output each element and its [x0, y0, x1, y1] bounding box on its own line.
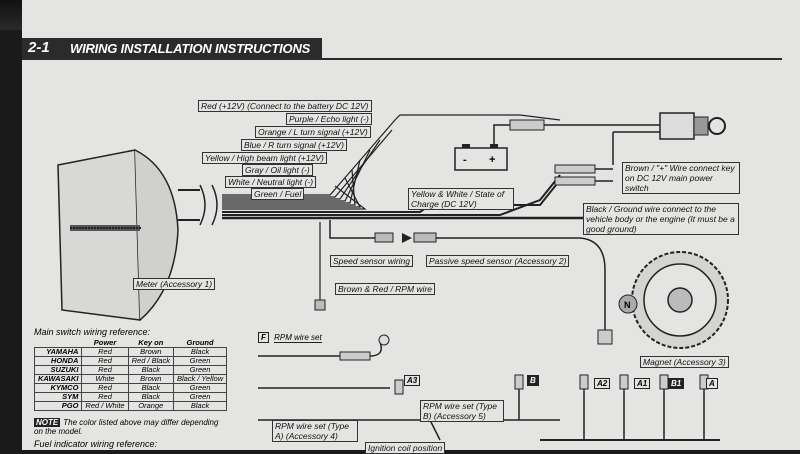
header-key-on: Key on: [138, 338, 164, 347]
reference-title: Main switch wiring reference:: [34, 327, 151, 337]
rpm-set-letter: F: [258, 332, 269, 343]
cell-brand: PGO: [33, 401, 83, 411]
label-white-wire: White / Neutral light (-): [225, 176, 317, 188]
table-row: PGO Red / White Orange Black: [33, 401, 228, 411]
label-yellow-white-wire: Yellow & White / State of Charge (DC 12V…: [408, 188, 514, 210]
section-title: WIRING INSTALLATION INSTRUCTIONS: [70, 41, 311, 56]
label-gray-wire: Gray / Oil light (-): [242, 164, 313, 176]
fuel-reference-title: Fuel indicator wiring reference:: [34, 439, 158, 449]
meter-drawing: [57, 149, 179, 321]
note-line-1: The color listed above may differ depend…: [63, 418, 219, 427]
svg-text:N: N: [624, 300, 631, 310]
label-yellow-wire: Yellow / High beam light (+12V): [202, 152, 327, 164]
label-speed-sensor: Speed sensor wiring: [330, 255, 414, 267]
cell-power: Red / White: [81, 401, 129, 411]
battery-drawing: - +: [454, 124, 510, 171]
badge-a2: A2: [594, 378, 611, 389]
badge-b1: B1: [668, 378, 685, 389]
label-passive-sensor: Passive speed sensor (Accessory 2): [426, 255, 570, 267]
rpm-wire-end: [314, 299, 326, 311]
label-green-wire: Green / Fuel: [251, 188, 305, 200]
header-rule: [22, 58, 782, 60]
main-switch-reference-table: Power Key on Ground YAMAHA Red Brown Bla…: [33, 338, 228, 411]
label-rpm-type-b: RPM wire set (Type B) (Accessory 5): [420, 400, 504, 422]
label-ignition-coil: Ignition coil position: [365, 442, 446, 454]
rpm-wire-set-label: F RPM wire set: [258, 332, 322, 343]
label-meter: Meter (Accessory 1): [133, 278, 216, 290]
label-red-wire: Red (+12V) (Connect to the battery DC 12…: [198, 100, 372, 112]
section-header: 2-1 WIRING INSTALLATION INSTRUCTIONS: [22, 38, 322, 58]
label-brown-wire: Brown / "+" Wire connect key on DC 12V m…: [622, 162, 740, 194]
speed-sensor-connector: [374, 232, 613, 345]
cell-key-on: Orange: [127, 401, 174, 411]
wire-harness: [178, 114, 561, 300]
brake-disc-drawing: N: [618, 251, 729, 349]
note-tag: NOTE: [34, 418, 61, 427]
header-ground: Ground: [186, 338, 214, 347]
label-black-wire: Black / Ground wire connect to the vehic…: [583, 203, 739, 235]
cell-ground: Black: [172, 401, 228, 411]
fuse-drawing: [509, 119, 660, 131]
key-switch-drawing: [612, 112, 726, 165]
badge-a: A: [706, 378, 718, 389]
note-line-2: on the model.: [34, 427, 83, 436]
badge-a3: A3: [404, 375, 421, 386]
label-rpm-wire: Brown & Red / RPM wire: [335, 283, 435, 295]
header-power: Power: [93, 338, 117, 347]
rpm-set-title: RPM wire set: [274, 333, 322, 343]
table-row: SUZUKI Red Black Green: [33, 365, 228, 375]
label-rpm-type-a: RPM wire set (Type A) (Accessory 4): [272, 420, 358, 442]
badge-a1: A1: [634, 378, 651, 389]
battery-minus: -: [463, 154, 467, 166]
battery-plus: +: [489, 154, 495, 166]
label-orange-wire: Orange / L turn signal (+12V): [255, 126, 371, 138]
label-blue-wire: Blue / R turn signal (+12V): [241, 139, 347, 151]
badge-b: B: [527, 375, 539, 386]
label-magnet: Magnet (Accessory 3): [640, 356, 729, 368]
label-purple-wire: Purple / Echo light (-): [286, 113, 372, 125]
section-number: 2-1: [28, 39, 50, 56]
table-row: HONDA Red Red / Black Green: [33, 356, 228, 366]
